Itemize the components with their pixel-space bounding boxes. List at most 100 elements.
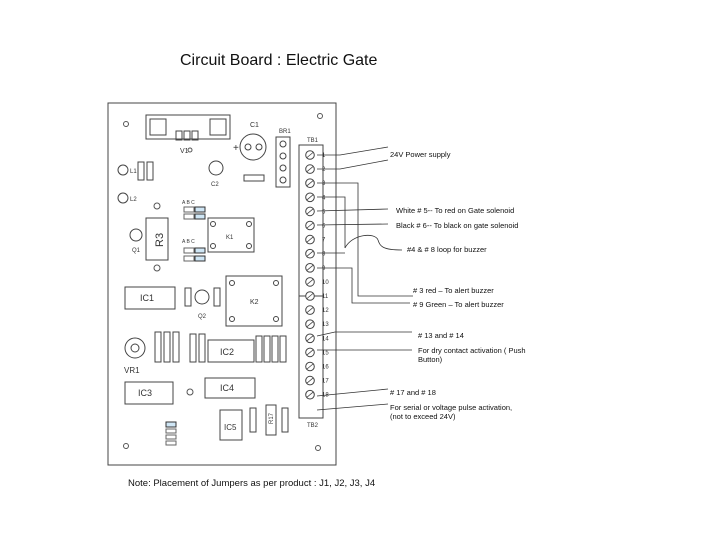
resistor — [184, 287, 192, 307]
label-tb2: TB2 — [307, 423, 319, 429]
label-q2: Q2 — [198, 314, 207, 320]
resistor — [163, 331, 171, 363]
terminal-number: 11 — [322, 294, 329, 300]
label-v1: V1 — [180, 148, 189, 155]
line-4-loop — [317, 196, 346, 248]
label-red-3: # 3 red – To alert buzzer — [413, 286, 494, 295]
label-plus: + — [233, 143, 239, 154]
terminal-screw-slot — [306, 222, 314, 229]
terminal-screw-slot — [306, 279, 314, 285]
terminal-number: 14 — [322, 336, 329, 342]
terminal-screw-slot — [306, 377, 314, 384]
label-vr1: VR1 — [124, 366, 140, 375]
capacitor-c2 — [208, 160, 224, 176]
label-br1: BR1 — [279, 129, 291, 135]
label-abc: A B C — [182, 239, 195, 245]
line-loop-curve — [344, 234, 403, 251]
terminal-screw-slot — [306, 236, 314, 243]
ic1: IC1 — [124, 286, 176, 310]
terminal-screw-slot — [306, 152, 314, 158]
terminal-number: 1 — [322, 153, 326, 159]
transistor-q1 — [129, 228, 143, 242]
ic2: IC2 — [207, 339, 255, 363]
terminal-number: 12 — [322, 308, 329, 314]
resistor-r17: R17 — [265, 404, 277, 436]
line-5-white — [316, 208, 389, 212]
terminal-number: 2 — [322, 167, 326, 173]
terminal-number: 15 — [322, 350, 329, 356]
label-q1: Q1 — [132, 248, 141, 254]
label-tb1: TB1 — [307, 138, 319, 144]
terminal-screw-slot — [306, 391, 314, 398]
resistor — [154, 331, 162, 363]
relay-k2: K2 — [225, 275, 283, 327]
resistor-r3: R3 — [145, 202, 169, 272]
terminal-number: 6 — [322, 224, 326, 230]
terminal-number: 10 — [322, 280, 329, 286]
label-abc: A B C — [182, 200, 195, 206]
jumper-block-mid: A B C — [182, 239, 206, 262]
label-dry-contact: For dry contact activation ( Push Button… — [418, 346, 526, 364]
resistor — [137, 161, 145, 181]
resistor — [243, 174, 265, 182]
label-green-9: # 9 Green – To alert buzzer — [413, 300, 504, 309]
label-power-supply: 24V Power supply — [390, 150, 451, 159]
resistor — [249, 407, 257, 433]
jumper-block-top: A B C — [182, 200, 206, 220]
terminal-screw-slot — [306, 293, 314, 299]
led-l1 — [117, 164, 129, 176]
terminal-number: 18 — [322, 393, 329, 399]
resistor — [146, 161, 154, 181]
resistor — [263, 335, 271, 363]
line-3-buzzer — [317, 182, 413, 297]
label-l1: L1 — [130, 169, 137, 175]
component-pad — [187, 147, 193, 153]
resistor — [255, 335, 263, 363]
potentiometer-vr1: VR1 — [124, 337, 146, 375]
label-white-5: White # 5-- To red on Gate solenoid — [396, 206, 515, 215]
resistor — [271, 335, 279, 363]
label-k1: K1 — [226, 235, 234, 241]
label-c2: C2 — [211, 182, 219, 188]
label-13-14: # 13 and # 14 — [418, 331, 464, 340]
line-6-black — [316, 223, 389, 226]
callout-lines — [316, 146, 413, 411]
resistor — [198, 333, 206, 363]
terminal-screw-slot — [306, 250, 314, 257]
label-c1: C1 — [250, 122, 259, 129]
resistor — [213, 287, 221, 307]
label-l2: L2 — [130, 197, 137, 203]
jumper-block-bottom — [165, 421, 177, 446]
terminal-screw-slot — [306, 264, 314, 271]
line-18 — [316, 403, 389, 411]
transistor-q2 — [194, 289, 210, 305]
terminal-screw-slot — [306, 180, 314, 187]
label-k2: K2 — [250, 299, 259, 306]
terminal-number: 5 — [322, 209, 326, 215]
line-17 — [316, 388, 389, 397]
relay-k1: K1 — [207, 217, 255, 253]
line-power-2 — [317, 159, 389, 170]
terminal-number: 8 — [322, 252, 326, 258]
board-outline — [107, 102, 337, 466]
terminal-number: 13 — [322, 322, 329, 328]
resistor — [279, 335, 287, 363]
terminal-screw-slot — [306, 208, 314, 215]
resistor — [189, 333, 197, 363]
label-r3: R3 — [154, 233, 166, 247]
terminal-screw-slot — [306, 166, 314, 172]
label-17-18: # 17 and # 18 — [390, 388, 436, 397]
capacitor-c1: C1 + — [233, 122, 267, 161]
label-ic2: IC2 — [220, 347, 234, 357]
jumper-note: Note: Placement of Jumpers as per produc… — [128, 478, 376, 489]
component-pad — [186, 388, 194, 396]
terminal-number: 4 — [322, 195, 326, 201]
terminal-screw-slot — [306, 307, 314, 313]
label-ic3: IC3 — [138, 388, 152, 398]
ic4: IC4 — [204, 377, 256, 399]
label-ic4: IC4 — [220, 383, 234, 393]
ic3: IC3 — [124, 381, 174, 405]
line-9-buzzer — [317, 267, 410, 304]
